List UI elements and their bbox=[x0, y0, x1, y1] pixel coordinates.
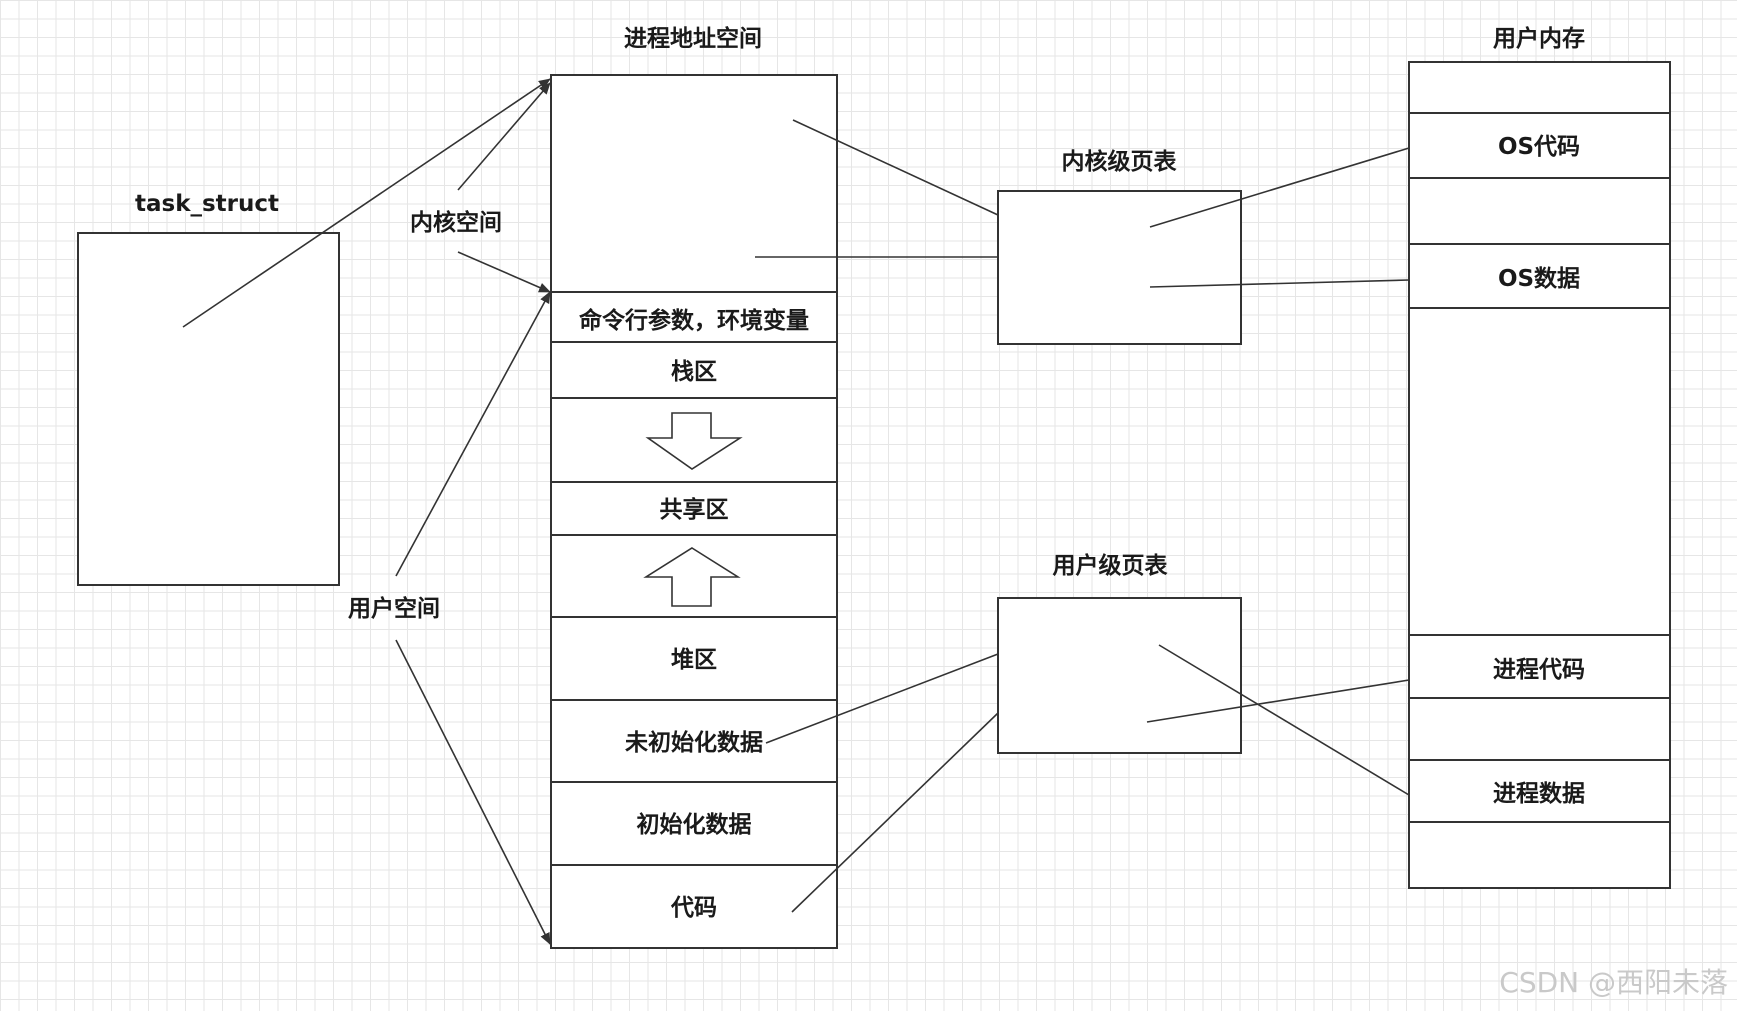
kernel-space-label: 内核空间 bbox=[410, 209, 502, 236]
task-struct-title: task_struct bbox=[135, 191, 279, 217]
user-space-top-arrow bbox=[395, 291, 551, 577]
csdn-watermark: CSDN @西阳未落 bbox=[1499, 966, 1728, 999]
task-struct-to-address-space-arrow bbox=[182, 78, 551, 328]
user-page-table-box bbox=[997, 597, 1242, 754]
user-space-label: 用户空间 bbox=[348, 595, 440, 622]
kernel-page-table-box bbox=[997, 190, 1242, 345]
kernel-space-to-page-table-line bbox=[792, 119, 999, 216]
user-memory-node: 用户内存 OS代码 OS数据 进程代码 进程数据 bbox=[1408, 25, 1671, 889]
memory-process-data: 进程数据 bbox=[1493, 781, 1585, 807]
code-to-user-page-table-line bbox=[791, 712, 999, 913]
address-space-node: 进程地址空间 命令行参数，环境变量 栈区 共享区 堆区 未初始化数据 初始化数据… bbox=[550, 25, 838, 949]
user-page-table-node: 用户级页表 bbox=[997, 552, 1242, 754]
kernel-page-table-to-os-data-line bbox=[1149, 279, 1410, 288]
segment-code: 代码 bbox=[670, 895, 717, 921]
kernel-page-table-title: 内核级页表 bbox=[1062, 148, 1178, 175]
memory-os-code: OS代码 bbox=[1498, 134, 1580, 160]
bss-to-user-page-table-line bbox=[765, 653, 999, 744]
segment-shared: 共享区 bbox=[660, 496, 729, 523]
kernel-space-top-arrow bbox=[457, 82, 551, 191]
segment-args-env: 命令行参数，环境变量 bbox=[579, 307, 809, 334]
task-struct-node: task_struct bbox=[77, 191, 340, 586]
user-memory-title: 用户内存 bbox=[1493, 25, 1585, 52]
segment-stack: 栈区 bbox=[671, 359, 717, 385]
user-memory-box bbox=[1408, 61, 1671, 889]
heap-grows-up-arrow bbox=[643, 547, 741, 607]
memory-process-code: 进程代码 bbox=[1493, 657, 1585, 683]
task-struct-box bbox=[77, 232, 340, 586]
address-space-box bbox=[550, 74, 838, 949]
kernel-page-table-to-os-code-line bbox=[1149, 147, 1410, 228]
address-space-title: 进程地址空间 bbox=[624, 25, 762, 52]
kernel-space-bottom-arrow bbox=[457, 251, 551, 293]
memory-os-data: OS数据 bbox=[1498, 266, 1580, 292]
user-page-table-to-process-code-line bbox=[1146, 679, 1410, 723]
user-page-table-title: 用户级页表 bbox=[1053, 552, 1169, 579]
user-page-table-to-process-data-line bbox=[1158, 644, 1410, 796]
segment-data: 初始化数据 bbox=[637, 811, 752, 838]
segment-bss: 未初始化数据 bbox=[625, 729, 763, 756]
kernel-page-table-node: 内核级页表 bbox=[997, 148, 1242, 345]
segment-heap: 堆区 bbox=[671, 647, 717, 673]
stack-grows-down-arrow bbox=[645, 412, 743, 470]
user-space-bottom-arrow bbox=[395, 639, 551, 945]
